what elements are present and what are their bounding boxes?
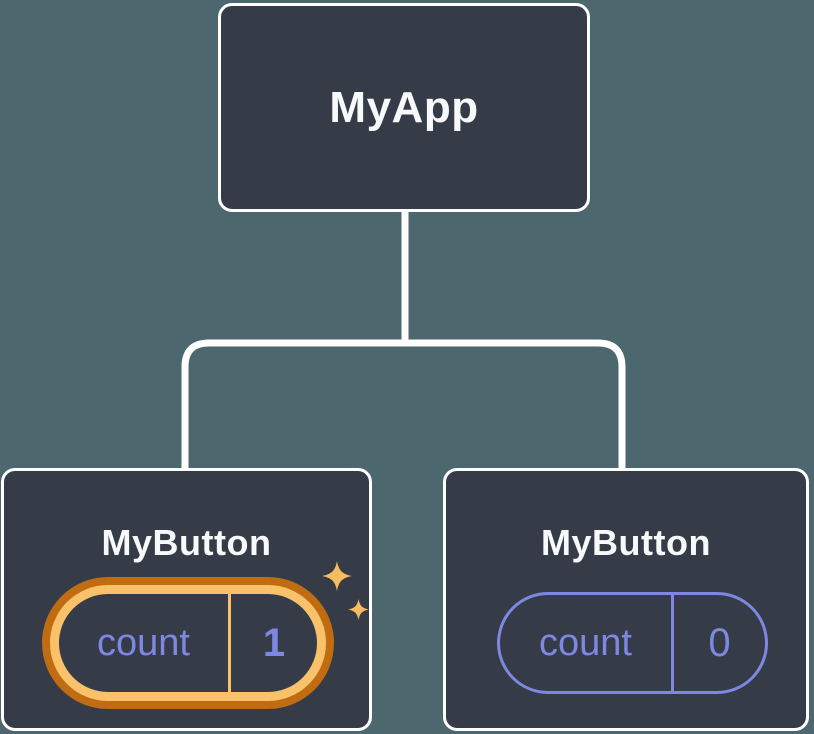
state-value: 0 xyxy=(708,620,731,665)
sparkle-icon xyxy=(322,561,369,620)
state-name-cell: count xyxy=(59,594,228,692)
state-name: count xyxy=(539,621,632,664)
pill-divider xyxy=(228,594,231,692)
state-pill-highlighted: count 1 xyxy=(50,585,326,701)
pill-divider xyxy=(671,595,674,691)
child-node-label: MyButton xyxy=(101,522,272,563)
state-pill: count 0 xyxy=(497,592,768,694)
edge-children-bracket xyxy=(181,339,626,470)
state-value-cell: 0 xyxy=(674,595,765,691)
state-name: count xyxy=(97,621,190,664)
root-node-label: MyApp xyxy=(329,82,479,132)
state-value: 1 xyxy=(262,620,286,665)
child-node-plain: MyButton count 0 xyxy=(443,468,809,731)
state-value-cell: 1 xyxy=(231,594,317,692)
child-node-label: MyButton xyxy=(541,522,711,563)
root-node: MyApp xyxy=(218,3,590,212)
state-name-cell: count xyxy=(500,595,671,691)
child-node-highlighted: MyButton count 1 xyxy=(1,468,372,731)
